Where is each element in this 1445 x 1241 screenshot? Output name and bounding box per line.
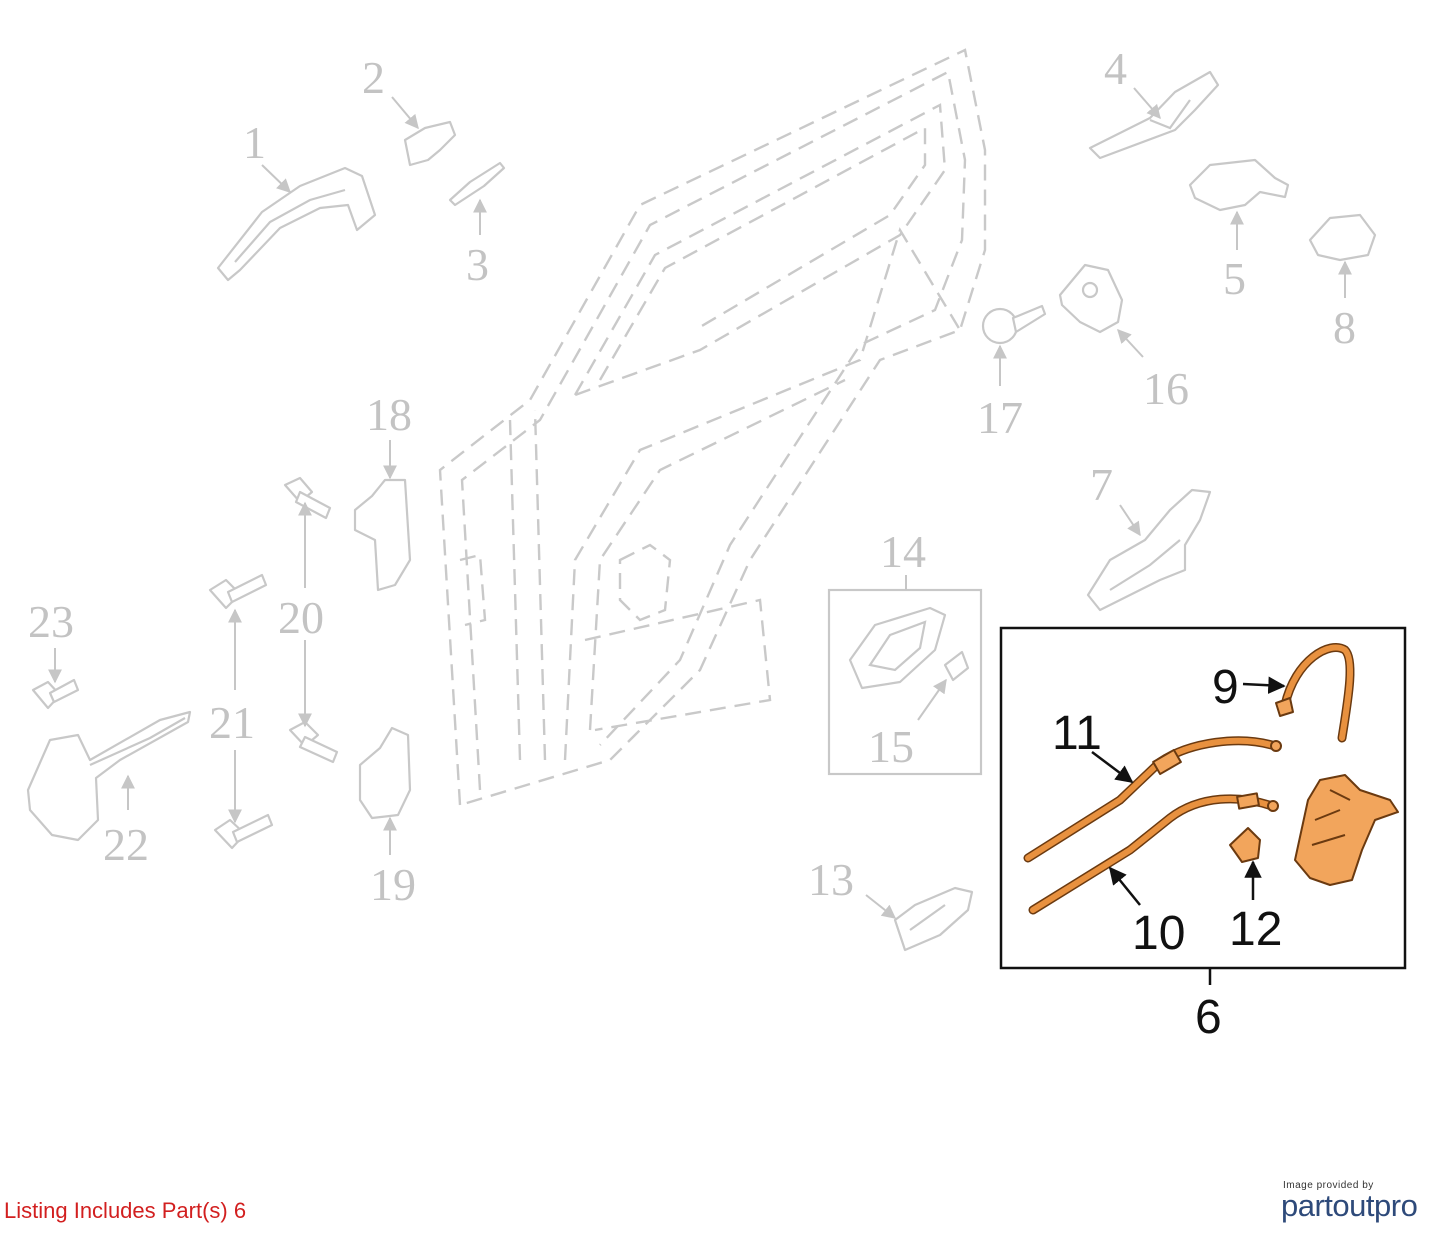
callout-14: 14 bbox=[880, 526, 926, 577]
part-2-clip bbox=[403, 120, 457, 167]
callout-19: 19 bbox=[370, 859, 416, 910]
assembly-box-6 bbox=[999, 626, 1407, 985]
callout-12: 12 bbox=[1229, 903, 1282, 956]
ghost-callouts: 1 2 3 4 5 8 16 17 7 18 19 20 21 22 23 14… bbox=[28, 43, 1356, 910]
part-23-bolt bbox=[31, 678, 80, 710]
part-7-bracket bbox=[1086, 488, 1212, 612]
callout-10: 10 bbox=[1132, 907, 1185, 960]
partoutpro-logo: partoutpro bbox=[1281, 1188, 1418, 1223]
callout-4: 4 bbox=[1104, 43, 1127, 94]
listing-note: Listing Includes Part(s) 6 bbox=[4, 1198, 247, 1223]
part-19-hinge bbox=[358, 726, 412, 820]
part-8-cover bbox=[1308, 213, 1377, 262]
callout-1: 1 bbox=[243, 117, 266, 168]
callout-18: 18 bbox=[366, 389, 412, 440]
part-21-bolt-a bbox=[208, 573, 268, 610]
part-11-cable bbox=[1023, 736, 1282, 863]
part-18-hinge bbox=[353, 478, 412, 592]
part-6-latch-actuator bbox=[1294, 774, 1399, 886]
callout-9: 9 bbox=[1212, 661, 1239, 714]
image-credit-caption: Image provided by bbox=[1283, 1180, 1374, 1191]
part-15-bezel bbox=[943, 650, 970, 682]
part-21-bolt-b bbox=[213, 813, 274, 850]
callout-17: 17 bbox=[977, 392, 1023, 443]
part-10-cable bbox=[1028, 792, 1279, 915]
part-13-handle bbox=[893, 886, 974, 952]
callout-2: 2 bbox=[362, 52, 385, 103]
part-17-screw bbox=[981, 304, 1047, 345]
part-3-gasket bbox=[448, 161, 506, 207]
part-9-cable bbox=[1275, 643, 1355, 743]
callout-13: 13 bbox=[808, 854, 854, 905]
assembly-callouts: 9 11 10 12 6 bbox=[1052, 661, 1282, 1044]
callout-3: 3 bbox=[466, 239, 489, 290]
door-outline bbox=[438, 48, 987, 807]
callout-7: 7 bbox=[1090, 459, 1113, 510]
part-20-bolt-b bbox=[288, 720, 339, 764]
callout-20: 20 bbox=[278, 592, 324, 643]
callout-11: 11 bbox=[1052, 707, 1102, 760]
parts-diagram: 1 2 3 4 5 8 16 17 7 18 19 20 21 22 23 14… bbox=[26, 43, 1407, 1044]
callout-16: 16 bbox=[1143, 363, 1189, 414]
part-20-bolt-a bbox=[283, 476, 332, 520]
callout-8: 8 bbox=[1333, 302, 1356, 353]
assembly-leaders bbox=[1091, 676, 1286, 906]
callout-15: 15 bbox=[868, 721, 914, 772]
callout-5: 5 bbox=[1223, 253, 1246, 304]
callout-6: 6 bbox=[1195, 991, 1222, 1044]
part-12-clip bbox=[1229, 827, 1261, 863]
part-5-bracket bbox=[1188, 158, 1290, 212]
ghost-leaders bbox=[48, 87, 1352, 919]
part-1-outside-handle bbox=[216, 166, 377, 282]
part-22-door-check bbox=[26, 710, 192, 842]
part-14-inside-handle-box bbox=[827, 588, 983, 776]
callout-21: 21 bbox=[209, 697, 255, 748]
callout-22: 22 bbox=[103, 819, 149, 870]
callout-23: 23 bbox=[28, 596, 74, 647]
part-16-striker bbox=[1058, 263, 1124, 334]
